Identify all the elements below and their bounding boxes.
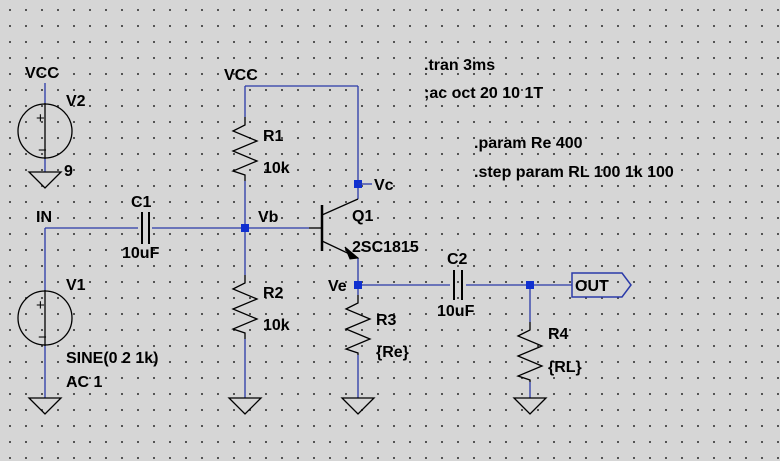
v2-value: 9 — [64, 163, 73, 180]
step-directive[interactable]: .step param RL 100 1k 100 — [474, 164, 674, 181]
ac-directive-commented[interactable]: ;ac oct 20 10 1T — [424, 85, 543, 102]
vc-net-label: Vc — [374, 177, 394, 194]
resistor-r4[interactable] — [516, 322, 544, 382]
c1-value: 10uF — [122, 245, 160, 262]
wires — [44, 83, 572, 398]
ground-symbols — [27, 397, 548, 415]
tran-directive[interactable]: .tran 3ms — [424, 57, 495, 74]
r4-name: R4 — [548, 326, 569, 343]
capacitor-c2[interactable] — [453, 270, 463, 300]
v1-name: V1 — [66, 277, 86, 294]
c2-value: 10uF — [437, 303, 475, 320]
svg-text:+: + — [36, 297, 45, 314]
r4-value: {RL} — [548, 359, 582, 376]
r3-value: {Re} — [376, 344, 409, 361]
resistor-r1[interactable] — [231, 117, 259, 181]
r1-name: R1 — [263, 128, 284, 145]
ve-net-label: Ve — [328, 278, 347, 295]
vcc-label-v2: VCC — [25, 65, 59, 82]
in-net-label: IN — [36, 209, 52, 226]
q1-name: Q1 — [352, 208, 373, 225]
v1-sine-value: SINE(0 2 1k) — [66, 350, 158, 367]
r3-name: R3 — [376, 312, 397, 329]
r1-value: 10k — [263, 160, 290, 177]
junction-nodes — [241, 180, 534, 289]
svg-text:−: − — [38, 142, 47, 159]
capacitor-c1[interactable] — [141, 212, 150, 244]
c1-name: C1 — [131, 194, 152, 211]
c2-name: C2 — [447, 251, 468, 268]
resistor-r2[interactable] — [231, 275, 259, 339]
v2-name: V2 — [66, 93, 86, 110]
svg-text:+: + — [36, 110, 45, 127]
vcc-label-top: VCC — [224, 67, 258, 84]
resistor-r3[interactable] — [344, 295, 372, 355]
out-port-flag[interactable] — [571, 272, 632, 298]
voltage-source-v2[interactable]: + − — [17, 103, 73, 189]
svg-text:−: − — [38, 329, 47, 346]
vb-net-label: Vb — [258, 209, 279, 226]
out-net-label: OUT — [575, 278, 609, 295]
param-directive[interactable]: .param Re 400 — [474, 135, 583, 152]
q1-model: 2SC1815 — [352, 239, 419, 256]
r2-value: 10k — [263, 317, 290, 334]
transistor-q1[interactable] — [309, 198, 360, 260]
voltage-source-v1[interactable]: + − — [17, 290, 73, 346]
r2-name: R2 — [263, 285, 284, 302]
v1-ac-value: AC 1 — [66, 374, 103, 391]
